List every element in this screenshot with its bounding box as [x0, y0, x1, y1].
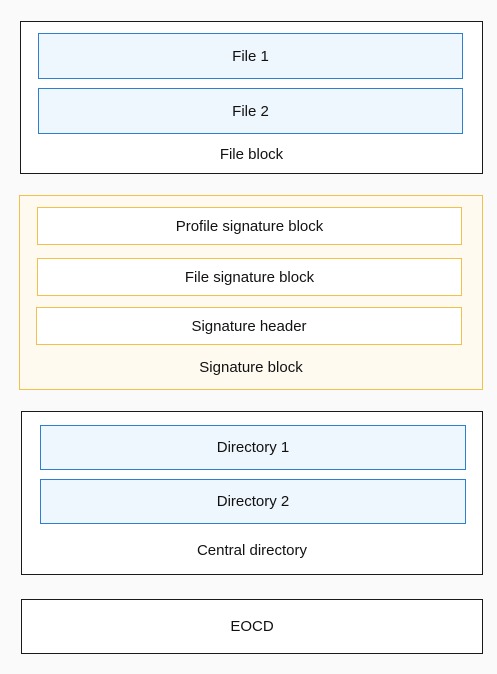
directory-entry-2: Directory 2 [40, 479, 466, 524]
file-entry-2: File 2 [38, 88, 463, 134]
file-entry-1-label: File 1 [232, 47, 269, 65]
signature-block-caption: Signature block [199, 359, 303, 376]
directory-entry-1: Directory 1 [40, 425, 466, 470]
file-signature-label: File signature block [184, 268, 315, 286]
profile-signature-entry: Profile signature block [37, 207, 462, 245]
eocd-block: EOCD [21, 599, 483, 654]
signature-header-entry: Signature header [36, 307, 462, 345]
directory-entry-2-label: Directory 2 [216, 493, 290, 510]
central-directory-caption: Central directory [196, 542, 308, 559]
central-directory-block: Directory 1 Directory 2 Central director… [21, 411, 483, 575]
file-entry-2-label: File 2 [232, 102, 269, 120]
file-block-caption: File block [219, 146, 284, 163]
directory-entry-1-label: Directory 1 [216, 439, 290, 456]
signature-header-label: Signature header [191, 317, 307, 335]
file-entry-1: File 1 [38, 33, 463, 79]
eocd-label: EOCD [230, 618, 274, 635]
file-signature-entry: File signature block [37, 258, 462, 296]
signature-block: Profile signature block File signature b… [19, 195, 483, 390]
file-block: File 1 File 2 File block [20, 21, 483, 174]
profile-signature-label: Profile signature block [175, 217, 324, 235]
